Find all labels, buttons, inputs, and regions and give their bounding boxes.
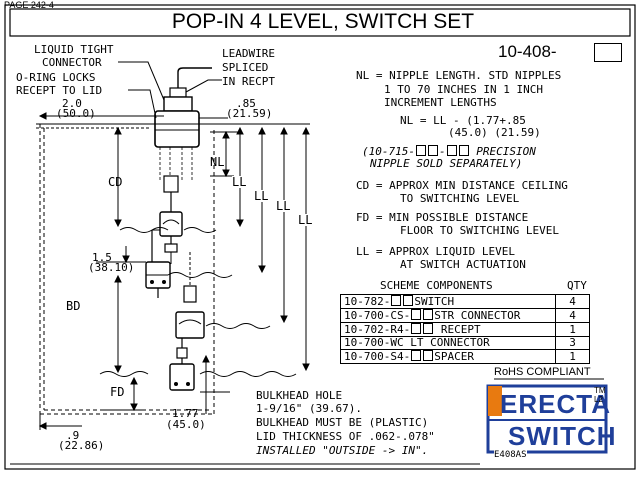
ll-label-3: LL <box>276 199 291 213</box>
logo-l2: L2 <box>594 395 603 404</box>
ll-label-1: LL <box>232 175 247 189</box>
dim-1-5: 1.5 <box>92 251 112 264</box>
component-qty: 4 <box>555 294 590 309</box>
logo-tm: TM <box>594 386 606 395</box>
note-nl-1: NL = NIPPLE LENGTH. STD NIPPLES <box>356 69 562 82</box>
dim-2-0: 2.0 <box>62 97 82 110</box>
recept-to-lid-label: RECEPT TO LID <box>16 84 103 97</box>
component-name: 10-700-CS-STR CONNECTOR <box>340 308 556 323</box>
scheme-table: 10-782-SWITCH 4 10-700-CS-STR CONNECTOR … <box>340 294 590 364</box>
switch-4 <box>169 363 195 391</box>
table-row: 10-700-S4-SPACER 1 <box>340 349 590 364</box>
bulkhead-5: INSTALLED "OUTSIDE -> IN". <box>256 444 429 457</box>
logo-code: E408AS <box>494 450 527 460</box>
lt-connector <box>163 96 193 112</box>
table-row: 10-700-WC LT CONNECTOR 3 <box>340 336 590 350</box>
fd-label: FD <box>110 385 125 399</box>
note-nl-3: INCREMENT LENGTHS <box>384 96 497 109</box>
note-precision-1: (10-715-- PRECISION <box>362 145 536 158</box>
note-fd-2: FLOOR TO SWITCHING LEVEL <box>400 224 559 237</box>
component-name: 10-700-WC LT CONNECTOR <box>340 336 556 350</box>
liquid-tight-label: LIQUID TIGHT <box>34 43 114 56</box>
note-cd-2: TO SWITCHING LEVEL <box>400 192 520 205</box>
note-ll-1: LL = APPROX LIQUID LEVEL <box>356 245 515 258</box>
bd-label: BD <box>66 299 81 313</box>
dim-9: .9 <box>66 429 80 442</box>
leadwire <box>177 67 212 88</box>
ll-label-4: LL <box>298 213 313 227</box>
note-precision-2: NIPPLE SOLD SEPARATELY) <box>370 157 523 170</box>
dim-1-77: 1.77 <box>172 407 199 420</box>
scheme-header: SCHEME COMPONENTS <box>380 279 493 292</box>
receptacle <box>154 110 200 148</box>
component-qty: 1 <box>555 349 590 364</box>
sheet-border <box>4 4 636 470</box>
note-nl-2: 1 TO 70 INCHES IN 1 INCH <box>384 83 543 96</box>
note-formula-2: (45.0) (21.59) <box>448 126 541 139</box>
component-name: 10-782-SWITCH <box>340 294 556 309</box>
ll-dimensions <box>236 126 310 372</box>
dim-38-10: (38.10) <box>88 261 135 274</box>
connector-label: CONNECTOR <box>42 56 102 69</box>
logo-word-erecta: ERECTA <box>500 389 611 419</box>
component-name: 10-702-R4- RECEPT <box>340 322 556 337</box>
page-title: POP-IN 4 LEVEL, SWITCH SET <box>171 10 475 33</box>
part-number: 10-408- <box>498 42 557 61</box>
liquid-levels <box>99 227 297 377</box>
oring-label: O-RING LOCKS <box>16 71 96 84</box>
in-recpt-label: IN RECPT <box>222 75 275 88</box>
table-row: 10-702-R4- RECEPT 1 <box>340 322 590 337</box>
spliced-label: SPLICED <box>222 61 269 74</box>
component-qty: 1 <box>555 322 590 337</box>
bulkhead-1: BULKHEAD HOLE <box>256 389 343 402</box>
page-label: PAGE 242-4 <box>4 0 54 10</box>
erecta-switch-logo: ERECTA SWITCH TM L2 E408AS <box>486 384 616 462</box>
nl-label: NL <box>210 155 225 169</box>
component-name: 10-700-S4-SPACER <box>340 349 556 364</box>
table-row: 10-700-CS-STR CONNECTOR 4 <box>340 308 590 323</box>
dim-21-59: (21.59) <box>226 107 273 120</box>
component-qty: 3 <box>555 336 590 350</box>
bulkhead-4: LID THICKNESS OF .062-.078" <box>256 430 435 443</box>
bulkhead-3: BULKHEAD MUST BE (PLASTIC) <box>256 416 429 429</box>
qty-header: QTY <box>567 279 587 292</box>
bulkhead-2: 1-9/16" (39.67). <box>256 402 362 415</box>
table-row: 10-782-SWITCH 4 <box>340 294 590 309</box>
dim-85: .85 <box>236 97 256 110</box>
ll-label-2: LL <box>254 189 269 203</box>
note-cd-1: CD = APPROX MIN DISTANCE CEILING <box>356 179 568 192</box>
note-formula-1: NL = LL - (1.77+.85 <box>400 114 526 127</box>
title-box <box>9 8 631 37</box>
note-ll-2: AT SWITCH ACTUATION <box>400 258 526 271</box>
vessel-outline <box>39 124 215 415</box>
rohs-label: RoHS COMPLIANT <box>494 366 591 378</box>
dim-22-86: (22.86) <box>58 439 105 452</box>
cd-label: CD <box>108 175 123 189</box>
switch-3 <box>175 311 205 339</box>
leadwire-label: LEADWIRE <box>222 47 275 60</box>
logo-graphic <box>486 384 608 454</box>
note-fd-1: FD = MIN POSSIBLE DISTANCE <box>356 211 529 224</box>
logo-word-switch: SWITCH <box>508 421 617 451</box>
dim-45-0: (45.0) <box>166 418 206 431</box>
part-suffix-box <box>594 43 622 62</box>
component-qty: 4 <box>555 308 590 323</box>
dim-50-0: (50.0) <box>56 107 96 120</box>
